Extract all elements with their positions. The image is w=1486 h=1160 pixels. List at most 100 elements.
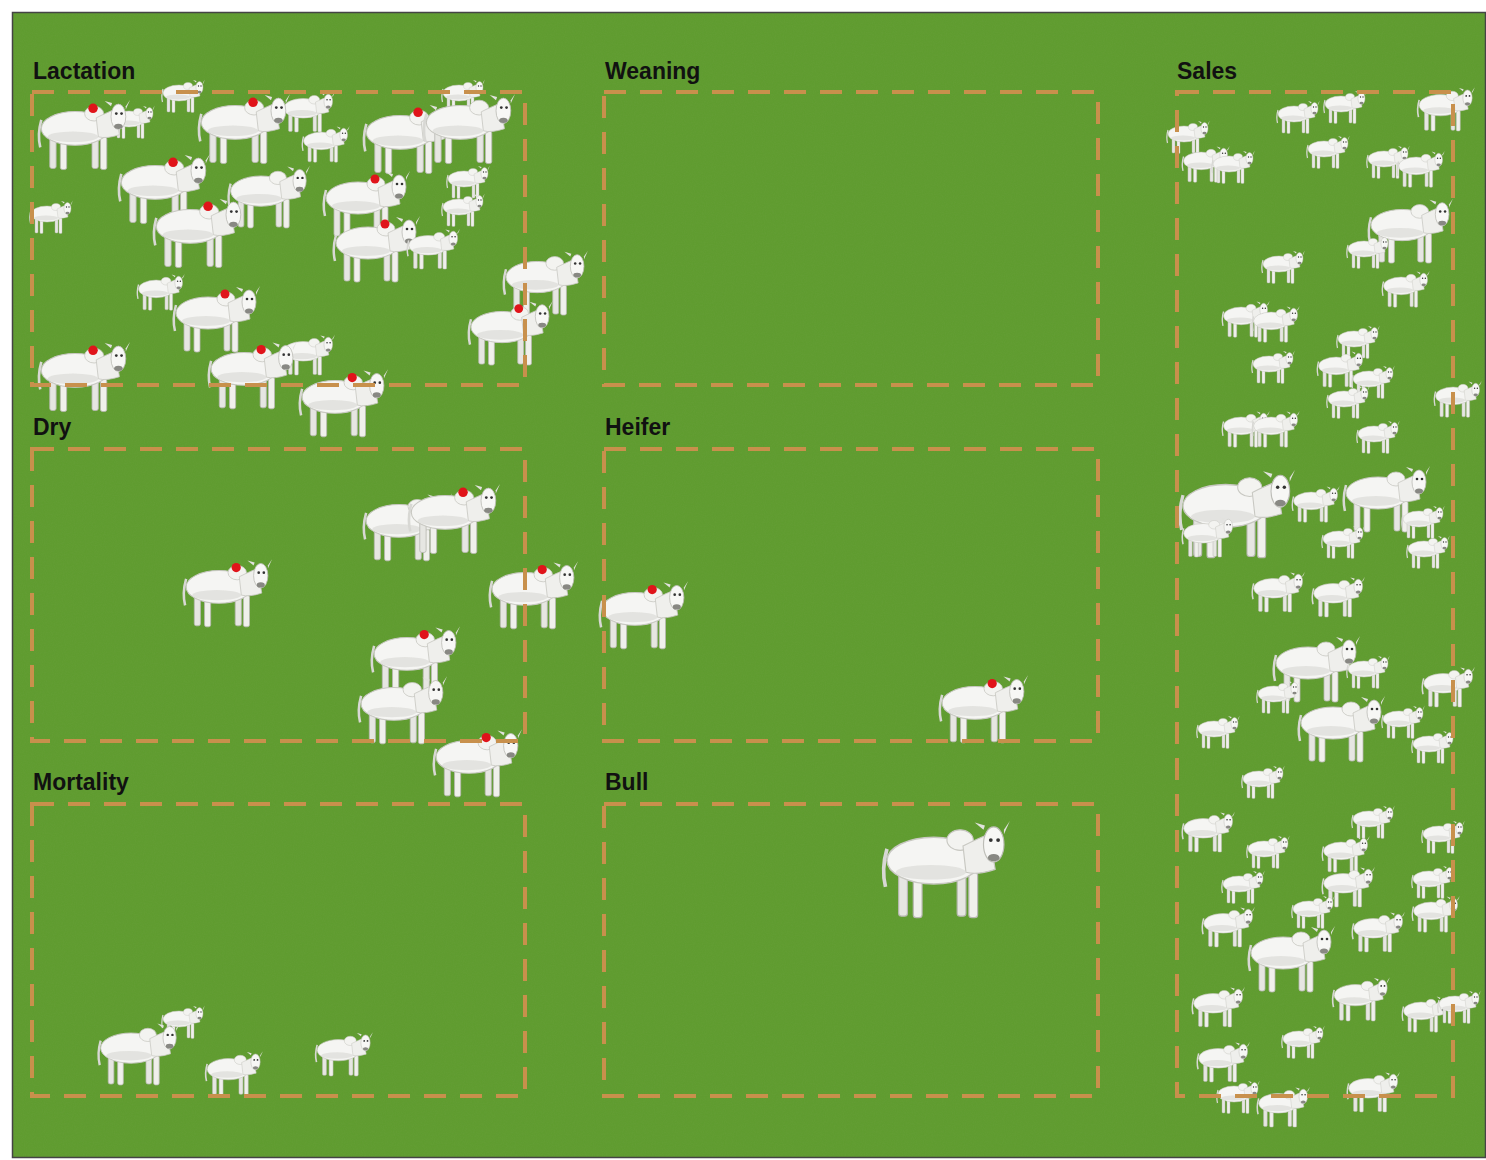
calf [1257,1087,1310,1127]
cow [600,581,688,648]
pen-area: Sales [1175,60,1455,1098]
pen-outline [1175,90,1455,1098]
calf [1422,821,1465,854]
dashed-border [604,92,1098,385]
cow [39,100,130,170]
pen-area: Weaning [602,60,1100,387]
cow [1180,470,1295,558]
pen-label: Heifer [605,416,670,439]
calf [1197,1042,1250,1082]
pen-label: Sales [1177,60,1237,83]
calf [447,166,490,199]
calf [1357,421,1400,454]
calf [1347,1072,1400,1112]
frame [13,13,1486,1158]
calf [1212,151,1255,184]
cow [154,198,245,268]
calf [1292,896,1335,929]
cow [184,559,272,626]
calf [1347,236,1390,269]
calf [1307,136,1350,169]
grass-texture [12,12,1486,1158]
calf [1192,987,1245,1027]
calf [1434,381,1481,417]
dashed-border [604,449,1098,741]
calf [1252,306,1299,342]
calf [1347,656,1390,689]
calf [1407,536,1450,569]
calf [1438,991,1481,1024]
cow [409,484,500,554]
calf [1382,706,1425,739]
calf [1277,101,1320,134]
pen-outline [602,447,1100,743]
calf [1322,836,1369,872]
cow [424,94,515,164]
calf [1352,806,1395,839]
calf [316,1032,373,1076]
pen-label: Lactation [33,60,135,83]
cow [359,676,447,743]
calf [1182,812,1235,852]
sales-herd [1167,87,1482,1127]
cow [99,1023,180,1085]
cow [209,341,297,408]
calf [162,80,205,113]
cow [174,286,260,352]
calf [1257,681,1300,714]
pen-outline [30,90,527,387]
bull-herd [884,821,1010,918]
calf [1322,526,1365,559]
dry-herd [184,484,578,797]
lactation-herd [30,80,588,437]
pen-area: Heifer [602,416,1100,743]
dashed-border [32,804,525,1096]
pen-area: Bull [602,771,1100,1098]
pen-outline [602,90,1100,387]
calf [1247,836,1290,869]
pen-label: Mortality [33,771,129,794]
pen-outline [602,802,1100,1098]
calf [407,229,460,269]
dashed-border [604,804,1098,1096]
cow [199,94,290,164]
calf [1282,1026,1325,1059]
pen-outline [30,447,527,743]
calf [302,126,349,162]
pen-outline [30,802,527,1098]
pen-area: Lactation [30,60,527,387]
cow [1299,696,1385,762]
calf [1292,486,1339,522]
calf [1312,577,1365,617]
cow [1369,199,1453,263]
calf [1182,517,1235,557]
dashed-border [1177,92,1453,1096]
calf [1352,912,1405,952]
pen-area: Dry [30,416,527,743]
calf [1262,251,1305,284]
cow [940,675,1028,742]
cow [39,342,130,412]
calf [1327,386,1370,419]
cow [490,561,578,628]
mortality-herd [99,1006,373,1096]
cow [1249,926,1335,992]
calf [442,194,485,227]
dashed-border [32,92,525,385]
calf [282,92,335,132]
calf [1197,716,1240,749]
calf [206,1051,263,1095]
calf [1252,411,1299,447]
pen-label: Dry [33,416,71,439]
calf [1412,866,1455,899]
cow [300,369,388,436]
calf [30,201,73,234]
calf [1422,667,1475,707]
calf [1402,506,1445,539]
calf [1167,121,1210,154]
calf [1252,572,1305,612]
calf [1397,151,1444,187]
